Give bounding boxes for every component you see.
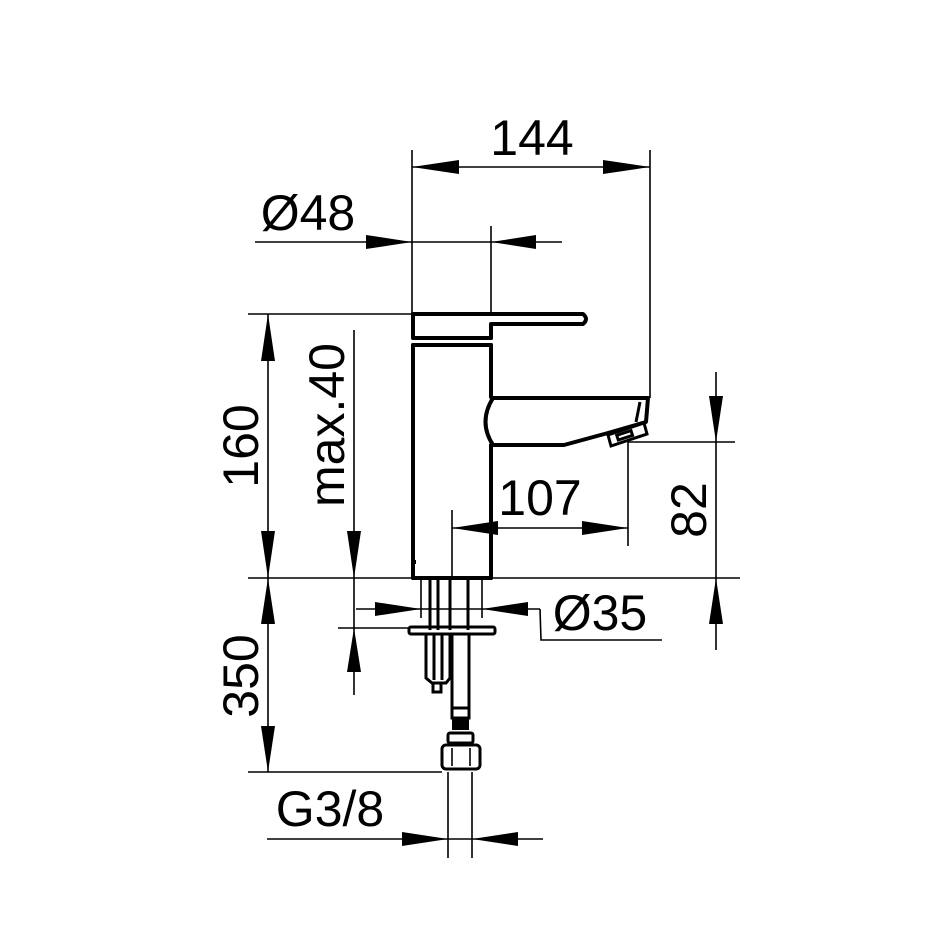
dimension-107: 107 [451,440,629,580]
dimension-label-g38: G3/8 [276,781,384,837]
dimension-d35: Ø35 [356,580,662,641]
faucet-body [411,312,650,580]
dimension-144: 144 [411,110,651,398]
dimension-label-82: 82 [661,482,717,538]
dimension-160: 160 [213,313,740,579]
dimension-label-107: 107 [498,470,581,526]
dimension-d48: Ø48 [255,185,562,314]
lever-handle [411,312,588,340]
dimension-label-d35: Ø35 [553,585,648,641]
lever-cap [411,312,493,340]
bolt-tip [431,681,443,694]
hose-ferrule [450,706,471,720]
aerator [606,421,649,448]
dimension-label-160: 160 [213,404,269,487]
hose-crimp [452,718,469,730]
fixing-plate [407,625,497,636]
underdeck-parts [407,580,497,771]
dimension-82: 82 [628,372,735,650]
fixing-bolt [424,634,452,685]
dimension-max40: max.40 [299,330,410,695]
dimension-label-d48: Ø48 [261,185,356,241]
spout-tip-edge [634,401,642,423]
dimension-label-144: 144 [490,110,573,166]
dimension-g38: G3/8 [267,772,543,858]
connection-nut [440,743,482,771]
nut-collar [446,731,475,745]
aerator-slot [614,428,635,442]
dimension-label-350: 350 [213,634,269,717]
dimension-label-max40: max.40 [299,343,355,507]
body-mark [413,560,416,564]
dimension-350: 350 [213,578,442,773]
